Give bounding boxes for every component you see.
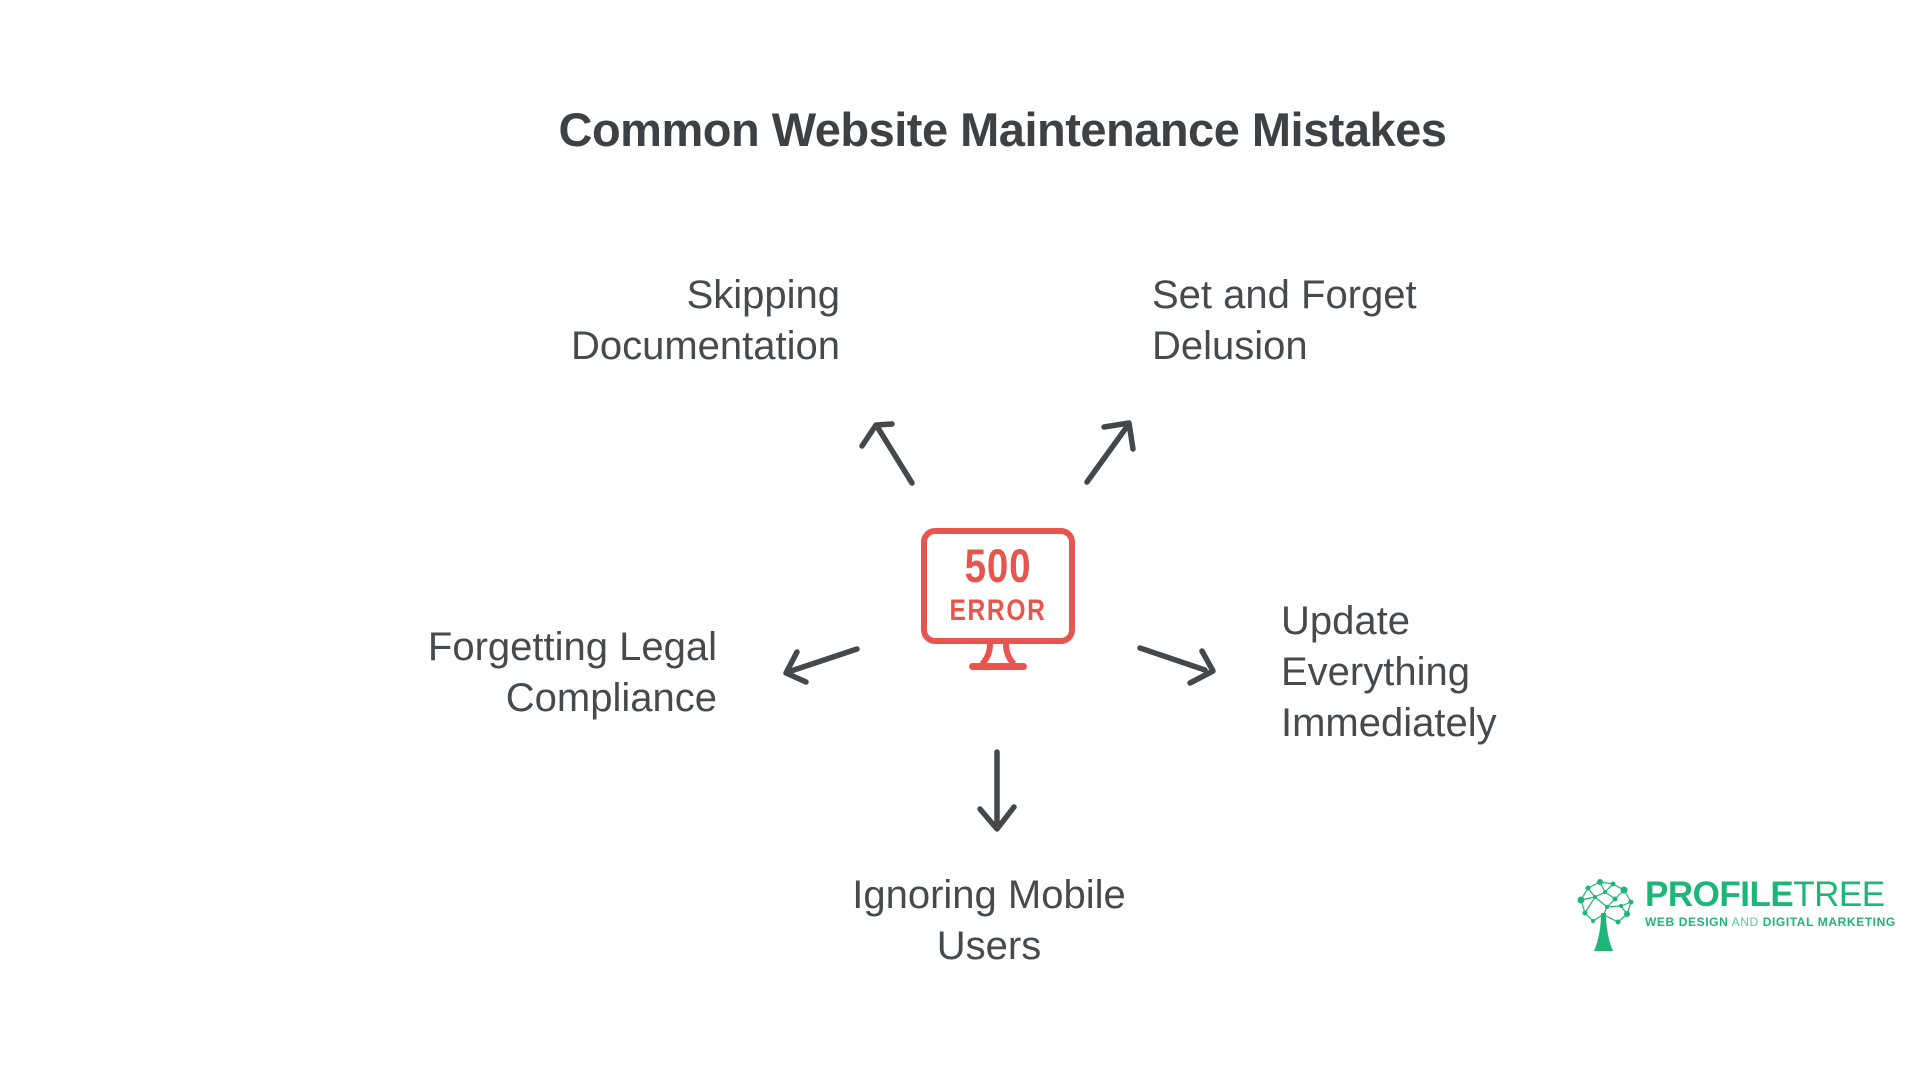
error-word-text: ERROR	[949, 593, 1046, 627]
label-line: Users	[936, 924, 1042, 968]
label-forgetting-legal-compliance: Forgetting Legal Compliance	[428, 622, 717, 724]
label-skipping-documentation: Skipping Documentation	[571, 270, 840, 372]
label-line: Ignoring Mobile	[852, 873, 1126, 917]
error-code-text: 500	[965, 540, 1032, 592]
label-line: Update	[1281, 599, 1410, 643]
label-set-and-forget-delusion: Set and Forget Delusion	[1152, 270, 1417, 372]
tagline-web-design: WEB DESIGN	[1645, 915, 1729, 929]
arrow-to-forgetting-legal-compliance	[783, 646, 860, 685]
brand-wordmark: PROFILETREE	[1645, 877, 1896, 913]
monitor-base	[969, 663, 1027, 670]
500-error-monitor-icon: 500 ERROR	[921, 528, 1075, 670]
brand-wordmark-primary: PROFILE	[1645, 875, 1794, 914]
label-update-everything-immediately: Update Everything Immediately	[1281, 596, 1497, 749]
label-line: Everything	[1281, 650, 1470, 694]
brand-wordmark-secondary: TREE	[1793, 875, 1885, 914]
arrow-to-set-and-forget-delusion	[1084, 420, 1136, 485]
arrow-to-skipping-documentation	[859, 421, 915, 486]
brand-tagline: WEB DESIGN AND DIGITAL MARKETING	[1645, 915, 1896, 929]
label-line: Set and Forget	[1152, 273, 1417, 317]
profiletree-logo-text: PROFILETREE WEB DESIGN AND DIGITAL MARKE…	[1645, 877, 1896, 930]
arrow-to-update-everything-immediately	[1137, 645, 1216, 686]
tagline-digital-marketing: DIGITAL MARKETING	[1762, 915, 1896, 929]
arrow-to-ignoring-mobile-users	[977, 749, 1017, 832]
label-line: Immediately	[1281, 701, 1497, 745]
profiletree-logo: PROFILETREE WEB DESIGN AND DIGITAL MARKE…	[1572, 877, 1896, 953]
monitor-screen-outline	[921, 528, 1075, 644]
monitor-stand	[979, 643, 1017, 667]
label-line: Forgetting Legal	[427, 625, 717, 669]
label-line: Delusion	[1152, 324, 1308, 368]
profiletree-tree-icon	[1577, 879, 1634, 951]
label-line: Documentation	[570, 324, 840, 368]
tagline-and: AND	[1731, 915, 1759, 929]
page-title: Common Website Maintenance Mistakes	[558, 103, 1447, 156]
label-line: Skipping	[686, 273, 840, 317]
label-ignoring-mobile-users: Ignoring Mobile Users	[789, 870, 1189, 972]
label-line: Compliance	[505, 676, 717, 720]
